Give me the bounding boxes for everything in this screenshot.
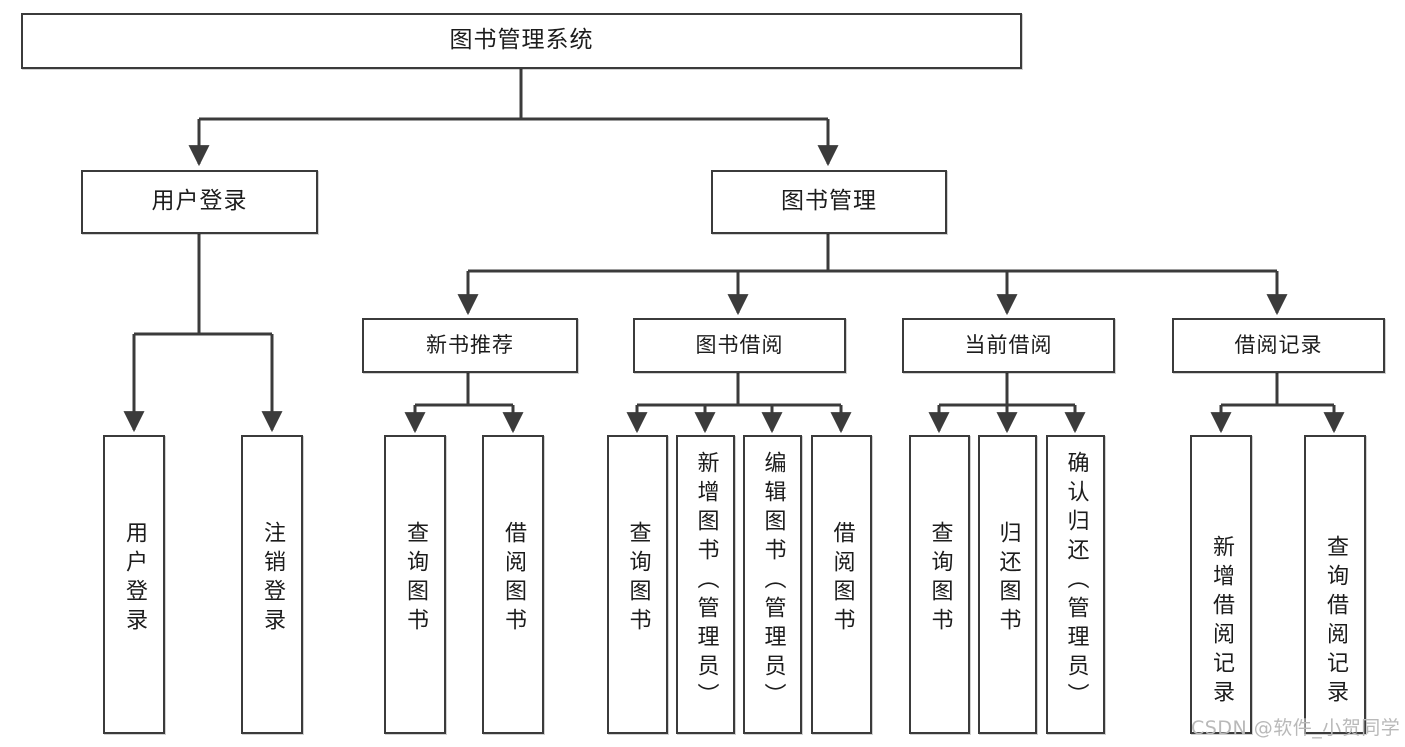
leaf-query-book-borrow[interactable]: 查询图书 [607,435,668,734]
node-borrow-record[interactable]: 借阅记录 [1172,318,1385,373]
node-current-borrow[interactable]: 当前借阅 [902,318,1115,373]
node-label: 用户登录 [151,188,248,215]
node-book-borrow[interactable]: 图书借阅 [633,318,846,373]
node-label: 图书借阅 [695,333,784,358]
node-label: 编辑图书（管理员） [760,451,786,712]
node-label: 新增借阅记录 [1209,535,1234,709]
node-new-book-recommend[interactable]: 新书推荐 [362,318,578,373]
node-label: 当前借阅 [964,333,1053,358]
node-label: 用户登录 [122,521,147,637]
node-label: 新增图书（管理员） [693,451,719,712]
node-root-system[interactable]: 图书管理系统 [21,13,1022,69]
leaf-add-borrow-record[interactable]: 新增借阅记录 [1190,435,1252,734]
leaf-user-login[interactable]: 用户登录 [103,435,165,734]
leaf-borrow-book-borrow[interactable]: 借阅图书 [811,435,872,734]
leaf-query-book-recommend[interactable]: 查询图书 [384,435,446,734]
leaf-return-book[interactable]: 归还图书 [978,435,1037,734]
node-label: 借阅图书 [829,521,855,637]
node-label: 查询图书 [625,521,651,637]
node-label: 图书管理系统 [449,27,594,54]
node-label: 注销登录 [260,521,285,637]
leaf-add-book[interactable]: 新增图书（管理员） [676,435,735,734]
node-label: 归还图书 [995,521,1021,637]
leaf-query-borrow-record[interactable]: 查询借阅记录 [1304,435,1366,734]
node-label: 查询借阅记录 [1323,535,1348,709]
node-label: 借阅图书 [501,521,526,637]
leaf-borrow-book-recommend[interactable]: 借阅图书 [482,435,544,734]
node-book-manage[interactable]: 图书管理 [711,170,947,234]
node-label: 确认归还（管理员） [1063,451,1089,712]
node-label: 查询图书 [927,521,953,637]
leaf-query-book-current[interactable]: 查询图书 [909,435,970,734]
node-user-login[interactable]: 用户登录 [81,170,318,234]
leaf-edit-book[interactable]: 编辑图书（管理员） [743,435,802,734]
node-label: 图书管理 [781,188,877,215]
leaf-confirm-return[interactable]: 确认归还（管理员） [1046,435,1105,734]
leaf-logout[interactable]: 注销登录 [241,435,303,734]
node-label: 借阅记录 [1234,333,1323,358]
node-label: 新书推荐 [426,333,514,358]
csdn-watermark: CSDN @软件_小贺同学 [1191,717,1401,739]
node-label: 查询图书 [403,521,428,637]
